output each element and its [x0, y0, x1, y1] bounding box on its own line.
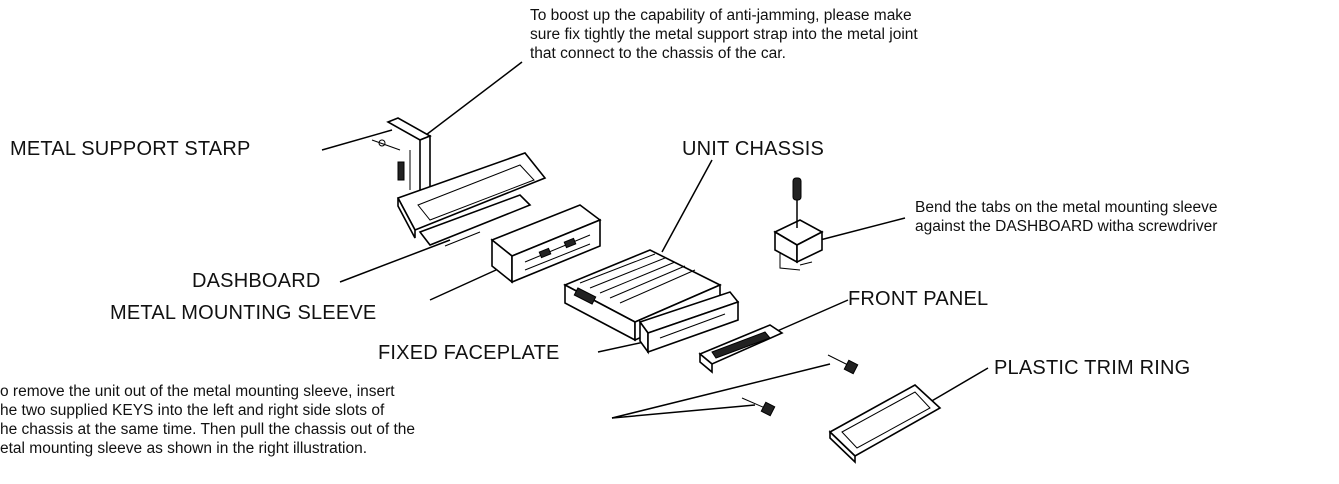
- leader-lines: [321, 61, 989, 419]
- front-panel-label: FRONT PANEL: [848, 288, 989, 310]
- dashboard-label: DASHBOARD: [192, 270, 321, 292]
- metal-mounting-sleeve-drawing: [490, 204, 602, 284]
- fixed-faceplate-drawing: [638, 291, 740, 355]
- plastic-trim-ring-label: PLASTIC TRIM RING: [994, 357, 1191, 379]
- bend-tabs-note: Bend the tabs on the metal mounting slee…: [915, 199, 1218, 235]
- fixed-faceplate-label: FIXED FACEPLATE: [378, 342, 560, 364]
- anti-jamming-note: To boost up the capability of anti-jammi…: [530, 7, 918, 62]
- keys-drawing: [741, 354, 859, 417]
- bend-tabs-inset-drawing: [773, 177, 824, 271]
- metal-mounting-sleeve-label: METAL MOUNTING SLEEVE: [110, 302, 377, 324]
- dashboard-drawing: [396, 152, 547, 247]
- front-panel-drawing: [698, 324, 784, 374]
- unit-chassis-label: UNIT CHASSIS: [682, 138, 825, 160]
- remove-unit-note: o remove the unit out of the metal mount…: [0, 383, 415, 457]
- metal-support-strap-label: METAL SUPPORT STARP: [10, 138, 251, 160]
- plastic-trim-ring-drawing: [828, 384, 942, 464]
